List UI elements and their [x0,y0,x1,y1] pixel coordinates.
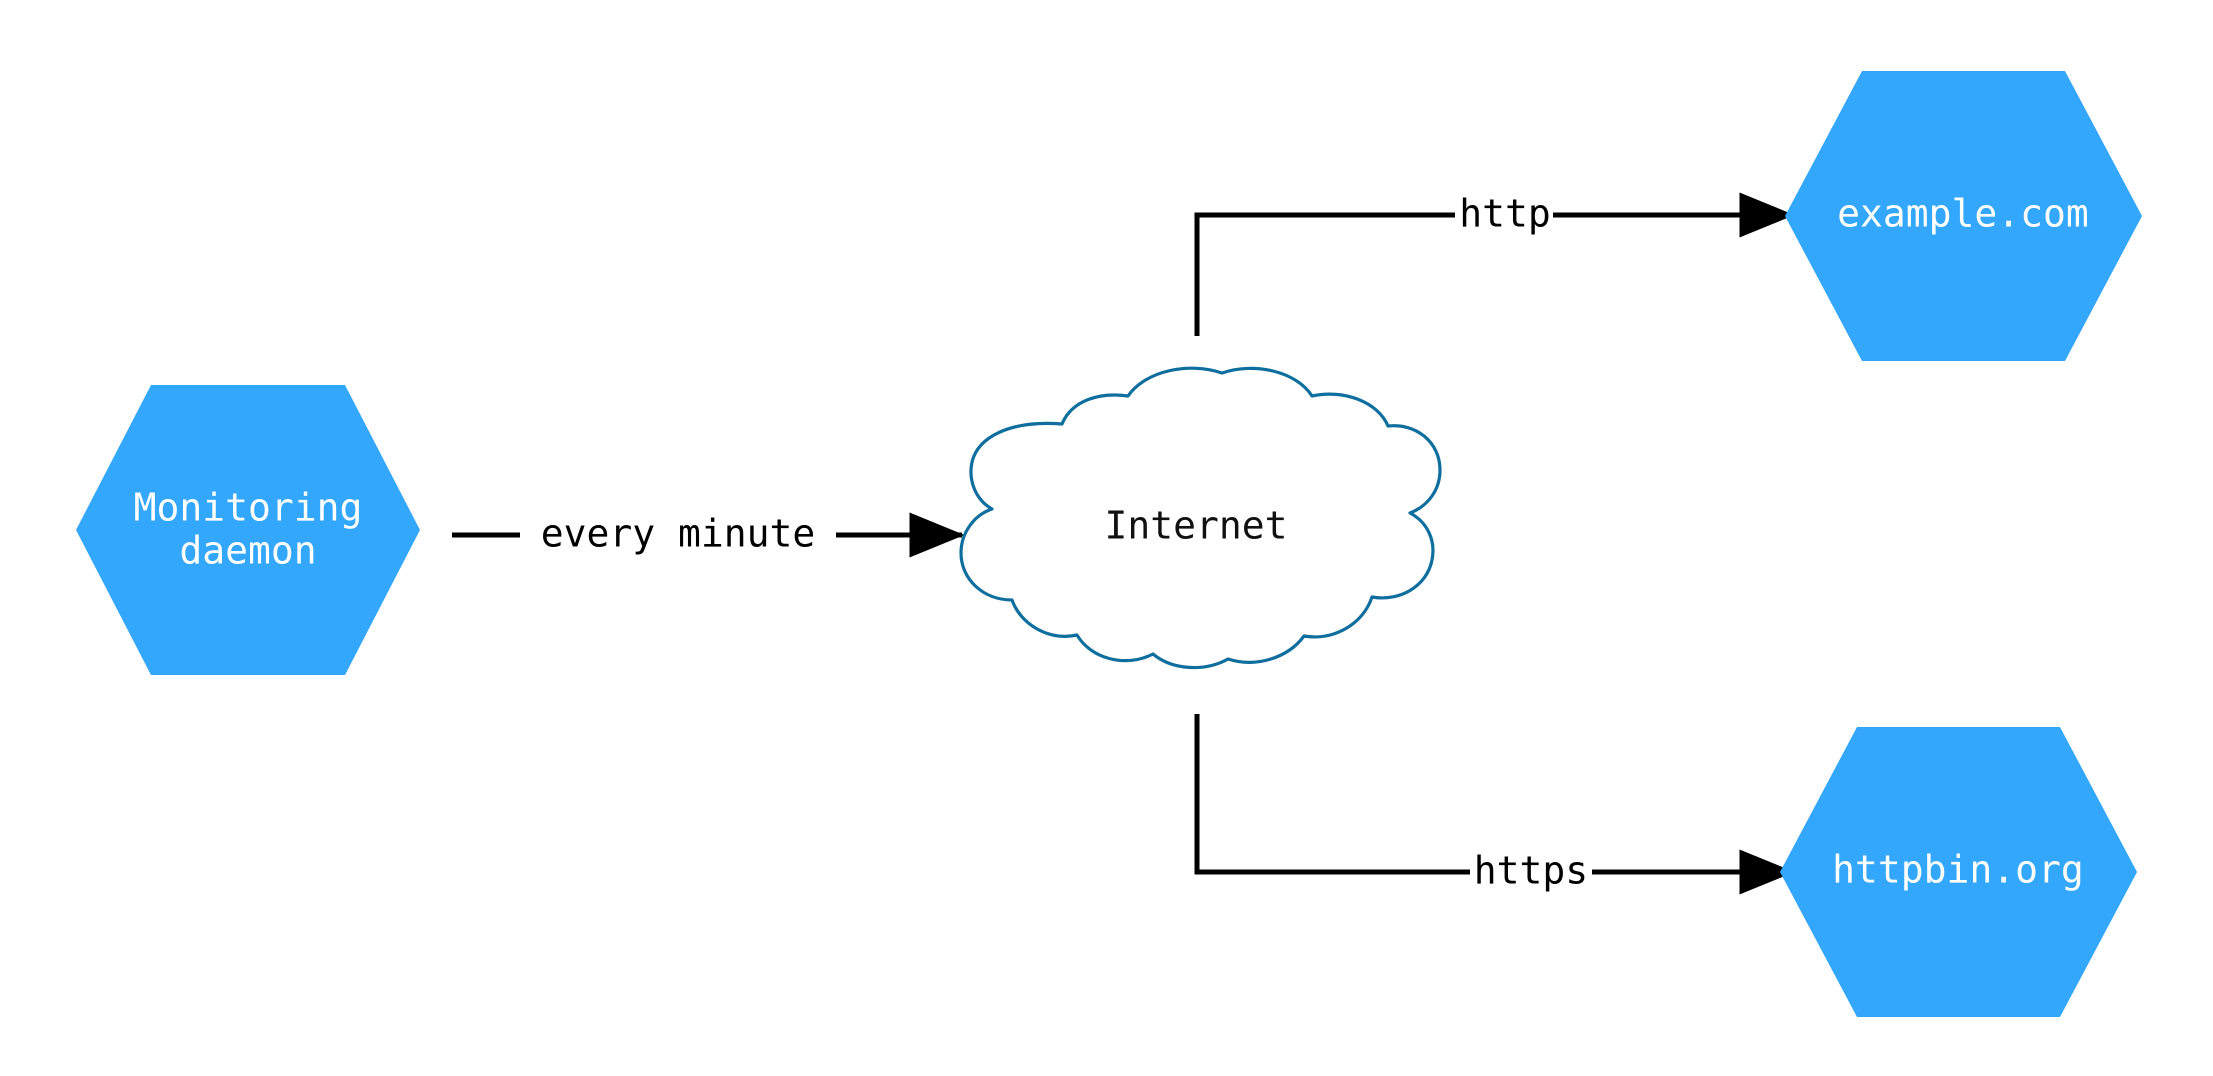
httpbin-org-hexagon[interactable] [1780,727,2137,1017]
node-internet[interactable]: Internet [959,366,1442,670]
node-httpbin-org[interactable]: httpbin.org [1780,727,2137,1017]
edge-internet-to-example: http [1194,192,1795,336]
monitoring-daemon-hexagon[interactable] [76,385,420,675]
edge-daemon-to-internet: every minute [452,512,965,558]
edge-internet-to-httpbin: https [1194,714,1795,895]
edge-label-http: http [1459,192,1551,236]
internet-label: Internet [1104,504,1287,548]
monitoring-daemon-label-line2: daemon [179,529,316,573]
httpbin-org-label: httpbin.org [1832,848,2084,892]
edge-label-every-minute: every minute [541,512,816,556]
node-example-com[interactable]: example.com [1785,71,2142,361]
node-monitoring-daemon[interactable]: Monitoring daemon [76,385,420,675]
example-com-label: example.com [1837,192,2089,236]
monitoring-daemon-label-line1: Monitoring [134,486,363,530]
edge-line-http-riser [1194,212,1455,336]
edge-label-https: https [1474,849,1588,893]
edge-line-https-riser [1194,714,1470,875]
internet-cloud-shape[interactable] [959,366,1442,670]
example-com-hexagon[interactable] [1785,71,2142,361]
